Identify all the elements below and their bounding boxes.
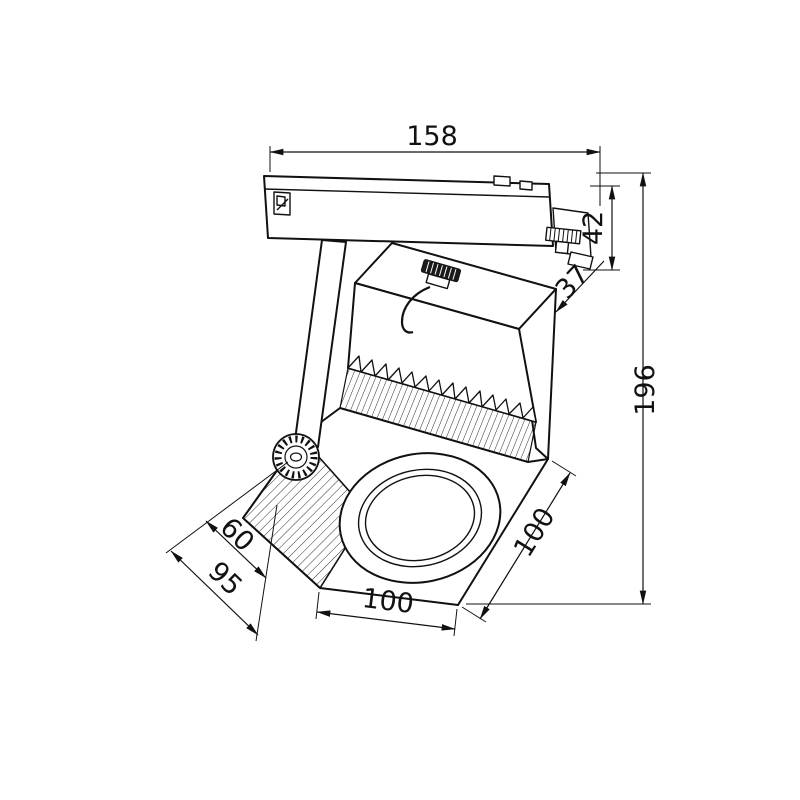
mounting-plate <box>241 435 369 590</box>
end-cap-clamp <box>544 207 594 270</box>
dimension-lines <box>170 148 647 636</box>
adjustment-knob <box>272 433 320 481</box>
dim-width-top-label: 158 <box>406 121 458 152</box>
left-latch-clip-icon <box>273 191 291 216</box>
body-right-face <box>518 288 557 460</box>
heatsink-fins <box>347 355 537 423</box>
cable <box>400 285 431 334</box>
dim-bottom-width-label: 100 <box>361 583 416 620</box>
hook-tab-icon <box>567 251 594 270</box>
cable-gland <box>400 259 462 334</box>
contact-tab-icon <box>493 175 511 187</box>
track-adapter <box>263 175 594 270</box>
knurled-screw-icon <box>544 226 582 255</box>
lamp-body <box>241 242 557 606</box>
dim-total-height-label: 196 <box>630 364 661 416</box>
contact-tab-icon <box>519 180 533 191</box>
support-arm <box>294 239 347 448</box>
dim-adapter-height-label: 42 <box>578 211 609 245</box>
dim-overall-depth-label: 95 <box>202 556 248 602</box>
